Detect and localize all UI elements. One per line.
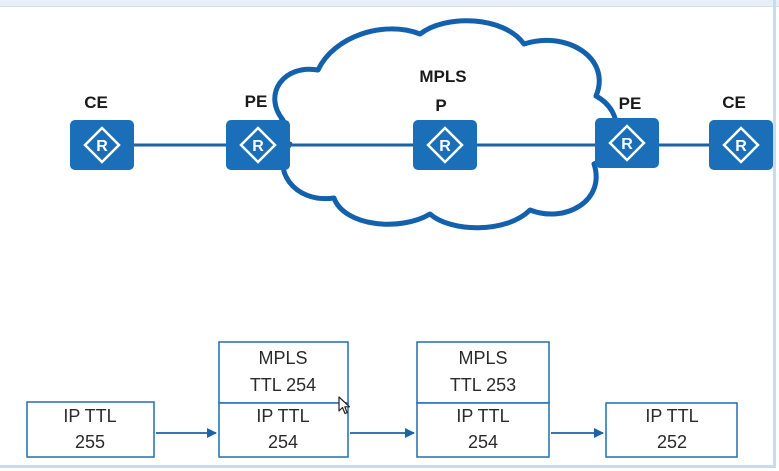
router-icon: R <box>226 120 290 170</box>
cloud-label: MPLS <box>419 67 466 86</box>
node-label-p: P <box>435 96 446 115</box>
router-icon: R <box>595 118 659 168</box>
ip-ttl-value: 255 <box>75 432 105 452</box>
router-glyph: R <box>96 138 108 155</box>
mouse-cursor-icon <box>338 396 351 415</box>
node-label-ce-left: CE <box>84 93 108 112</box>
router-icon: R <box>70 120 134 170</box>
ip-ttl-value: 252 <box>657 432 687 452</box>
router-icon: R <box>709 120 773 170</box>
ip-ttl-box-stage1 <box>26 401 155 458</box>
router-glyph: R <box>439 138 451 155</box>
ip-ttl-box-stage2 <box>218 402 349 458</box>
window-top-edge <box>0 0 779 7</box>
ip-ttl-label: IP TTL <box>456 406 509 426</box>
mpls-ttl-value: TTL 253 <box>450 375 516 395</box>
mpls-ttl-box-stage3 <box>416 341 550 404</box>
node-label-ce-right: CE <box>722 93 746 112</box>
node-label-pe-right: PE <box>619 94 642 113</box>
router-glyph: R <box>735 138 747 155</box>
router-icon: R <box>413 120 477 170</box>
ip-ttl-value: 254 <box>268 432 298 452</box>
mpls-label: MPLS <box>258 348 307 368</box>
mpls-label: MPLS <box>458 348 507 368</box>
ip-ttl-label: IP TTL <box>63 406 116 426</box>
router-glyph: R <box>252 138 264 155</box>
router-glyph: R <box>621 136 633 153</box>
ip-ttl-box-stage4 <box>605 402 738 458</box>
mpls-ttl-box-stage2 <box>218 341 349 404</box>
ip-ttl-label: IP TTL <box>645 406 698 426</box>
ip-ttl-value: 254 <box>468 432 498 452</box>
mpls-ttl-value: TTL 254 <box>250 375 316 395</box>
node-label-pe-left: PE <box>245 92 268 111</box>
ip-ttl-label: IP TTL <box>256 406 309 426</box>
ip-ttl-box-stage3 <box>416 402 550 458</box>
